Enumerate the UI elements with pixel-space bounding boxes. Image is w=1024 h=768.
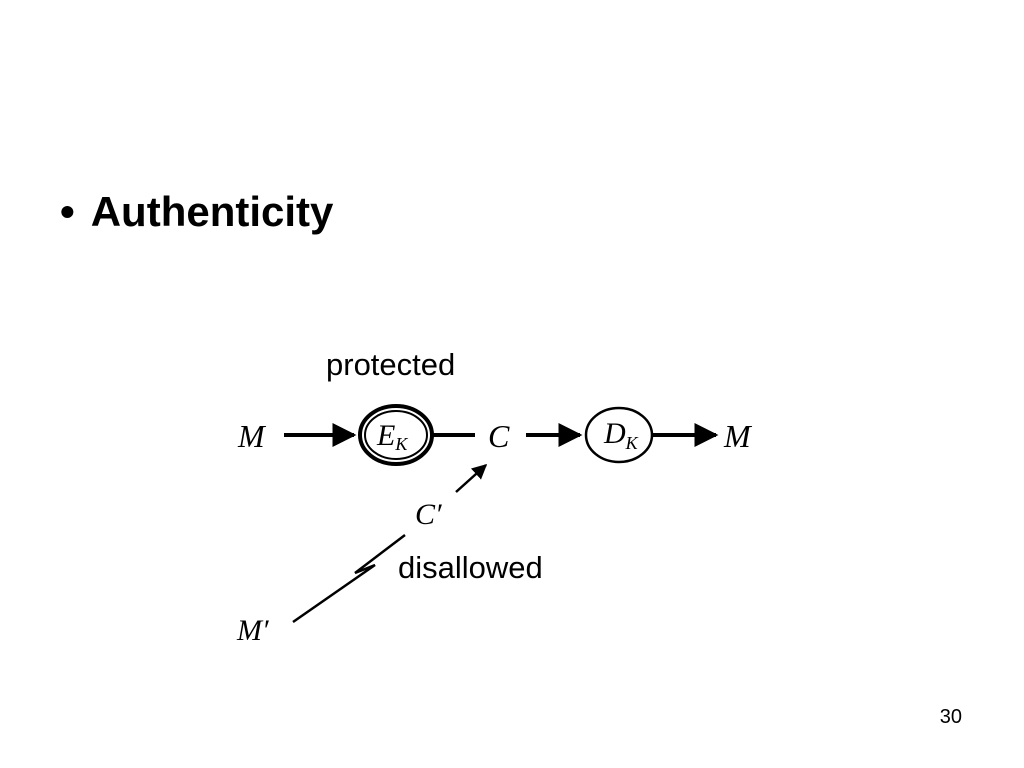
message-left: M	[237, 418, 267, 454]
message-right: M	[723, 418, 753, 454]
c-prime-label: C′	[415, 498, 442, 531]
protected-label: protected	[326, 347, 455, 382]
encrypt-node: EK	[358, 404, 434, 466]
slide-number: 30	[939, 706, 962, 728]
disallowed-forgery-line	[292, 534, 406, 624]
decrypt-node: DK	[584, 406, 654, 464]
encrypt-subscript: K	[394, 434, 408, 454]
ciphertext-label: C	[488, 418, 510, 454]
m-prime-label: M′	[236, 614, 269, 647]
bullet-dot: •	[60, 188, 75, 235]
arrow-c-prime-to-c	[455, 463, 488, 493]
bullet-heading: • Authenticity	[60, 188, 333, 236]
slide-heading: Authenticity	[90, 188, 334, 235]
encrypt-label: E	[376, 419, 395, 452]
decrypt-label: D	[603, 417, 626, 450]
disallowed-label: disallowed	[398, 550, 543, 585]
svg-text:DK: DK	[603, 417, 639, 453]
svg-text:EK: EK	[376, 419, 408, 454]
decrypt-subscript: K	[625, 433, 639, 453]
